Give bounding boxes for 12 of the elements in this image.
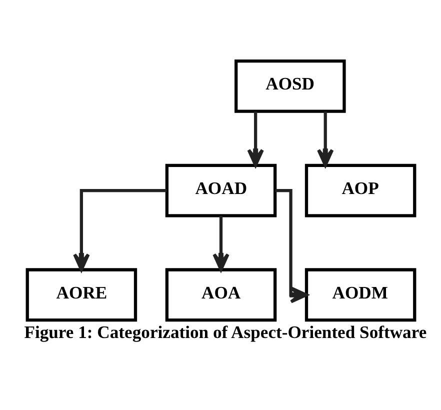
node-box: AOAD xyxy=(164,164,276,218)
node-box: AORE xyxy=(25,268,137,322)
arrow xyxy=(72,188,166,272)
arrow xyxy=(274,188,308,304)
arrow xyxy=(246,111,264,167)
arrow xyxy=(316,111,334,167)
node-box: AOA xyxy=(164,268,276,322)
node-box: AOP xyxy=(304,164,416,218)
node-box: AOSD xyxy=(234,59,346,113)
node-box: AODM xyxy=(304,268,416,322)
caption: Figure 1: Categorization of Aspect-Oriented Software xyxy=(24,322,426,342)
arrow xyxy=(212,216,229,272)
